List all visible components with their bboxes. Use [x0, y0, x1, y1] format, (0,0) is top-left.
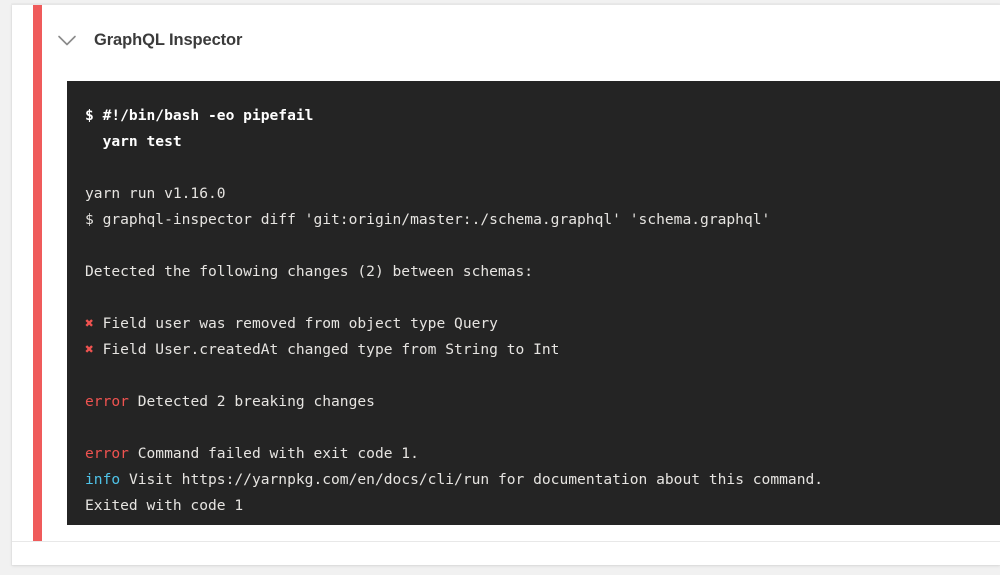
log-level-error: error: [85, 445, 129, 462]
page-title: GraphQL Inspector: [94, 30, 243, 49]
terminal-line: info Visit https://yarnpkg.com/en/docs/c…: [85, 467, 1000, 493]
terminal-blank-line: [85, 233, 1000, 259]
terminal-line: yarn run v1.16.0: [85, 181, 1000, 207]
log-level-info: info: [85, 471, 121, 488]
card-header[interactable]: GraphQL Inspector: [54, 21, 242, 59]
terminal-output[interactable]: $ #!/bin/bash -eo pipefail yarn test yarn…: [67, 81, 1000, 525]
terminal-line: yarn test: [85, 129, 1000, 155]
error-cross-icon: ✖: [85, 315, 94, 332]
terminal-line-text: yarn test: [85, 133, 182, 150]
terminal-line: $ #!/bin/bash -eo pipefail: [85, 103, 1000, 129]
terminal-line-text: Field user was removed from object type …: [93, 315, 498, 332]
terminal-line: error Command failed with exit code 1.: [85, 441, 1000, 467]
terminal-line-text: Field User.createdAt changed type from S…: [93, 341, 560, 358]
terminal-line-text: Command failed with exit code 1.: [128, 445, 419, 462]
terminal-line: Exited with code 1: [85, 493, 1000, 519]
terminal-blank-line: [85, 285, 1000, 311]
terminal-blank-line: [85, 415, 1000, 441]
terminal-line: ✖ Field user was removed from object typ…: [85, 311, 1000, 337]
log-level-error: error: [85, 393, 129, 410]
card-footer: [12, 542, 1000, 565]
terminal-line: ✖ Field User.createdAt changed type from…: [85, 337, 1000, 363]
terminal-line: error Detected 2 breaking changes: [85, 389, 1000, 415]
terminal-line-text: $ graphql-inspector diff 'git:origin/mas…: [85, 211, 771, 228]
terminal-line-text: Detected 2 breaking changes: [128, 393, 375, 410]
terminal-line-text: Exited with code 1: [85, 497, 244, 514]
terminal-line-text: yarn run v1.16.0: [85, 185, 226, 202]
terminal-line: Detected the following changes (2) betwe…: [85, 259, 1000, 285]
error-cross-icon: ✖: [85, 341, 94, 358]
terminal-line: $ graphql-inspector diff 'git:origin/mas…: [85, 207, 1000, 233]
status-accent-bar: [33, 5, 42, 541]
chevron-down-icon[interactable]: [54, 27, 80, 53]
footer-divider: [12, 541, 1000, 542]
terminal-line-text: Visit https://yarnpkg.com/en/docs/cli/ru…: [120, 471, 824, 488]
terminal-blank-line: [85, 363, 1000, 389]
terminal-line-text: Detected the following changes (2) betwe…: [85, 263, 534, 280]
build-step-card: GraphQL Inspector $ #!/bin/bash -eo pipe…: [12, 4, 1000, 565]
terminal-line-text: $ #!/bin/bash -eo pipefail: [85, 107, 314, 124]
terminal-blank-line: [85, 155, 1000, 181]
